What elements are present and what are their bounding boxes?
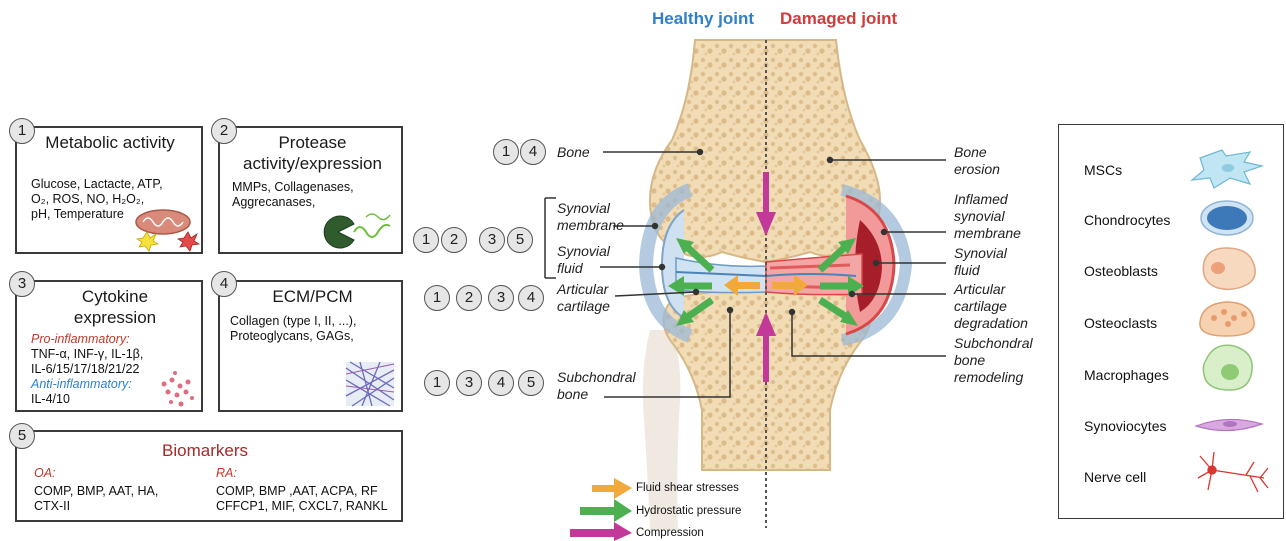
osteoclast-cell-icon: [1200, 302, 1254, 336]
synoviocyte-cell-icon: [1196, 419, 1262, 430]
msc-cell-icon: [1192, 150, 1262, 188]
macrophage-cell-icon: [1203, 345, 1252, 390]
chondrocyte-cell-icon: [1201, 201, 1253, 235]
nerve-cell-icon: [1198, 452, 1268, 492]
osteoblast-cell-icon: [1203, 248, 1255, 289]
